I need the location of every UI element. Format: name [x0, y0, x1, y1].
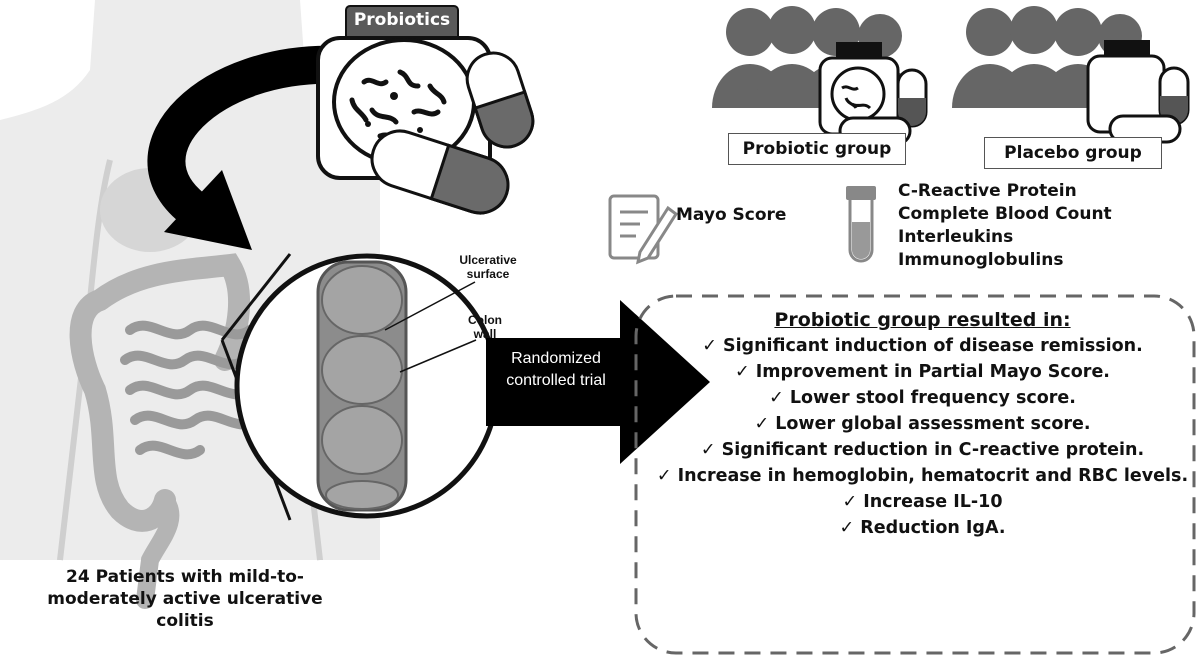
placebo-group-label: Placebo group — [984, 137, 1162, 169]
blood-test-item: Interleukins — [898, 227, 1014, 247]
results-box-border — [634, 294, 1196, 655]
trial-arrow — [486, 300, 710, 464]
probiotic-group-jar — [818, 42, 928, 146]
magnified-colon — [234, 253, 500, 519]
result-item: ✓ Lower global assessment score. — [754, 414, 1091, 434]
result-item: ✓ Increase IL-10 — [842, 492, 1003, 512]
ulcerative-surface-label: Ulcerative surface — [459, 253, 517, 281]
results-title: Probiotic group resulted in: — [774, 309, 1071, 331]
blood-test-item: Immunoglobulins — [898, 250, 1064, 270]
result-item: ✓ Lower stool frequency score. — [769, 388, 1076, 408]
blood-tests-list: C-Reactive Protein Complete Blood Count … — [898, 180, 1198, 272]
result-item: ✓ Improvement in Partial Mayo Score. — [735, 362, 1110, 382]
lens-line-top — [220, 253, 292, 341]
probiotics-label: Probiotics — [353, 10, 451, 30]
intestines-illustration — [69, 253, 260, 609]
results-box: Probiotic group resulted in: ✓ Significa… — [650, 307, 1195, 541]
result-item: ✓ Significant reduction in C-reactive pr… — [700, 440, 1145, 460]
blood-test-item: Complete Blood Count — [898, 204, 1112, 224]
probiotics-jar — [316, 5, 535, 215]
probiotic-group-label: Probiotic group — [728, 133, 906, 165]
blood-test-item: C-Reactive Protein — [898, 181, 1077, 201]
result-item: ✓ Reduction IgA. — [839, 518, 1006, 538]
mayo-score-label: Mayo Score — [676, 205, 787, 225]
result-item: ✓ Significant induction of disease remis… — [702, 336, 1143, 356]
trial-label: Randomized controlled trial — [506, 350, 606, 389]
result-item: ✓ Increase in hemoglobin, hematocrit and… — [656, 466, 1189, 486]
document-pencil-icon — [608, 194, 679, 265]
curved-arrow — [147, 45, 339, 250]
colon-wall-label: Colon wall — [468, 313, 502, 341]
patients-caption: 24 Patients with mild-to-moderately acti… — [47, 567, 323, 631]
blood-test-tube-icon — [846, 186, 876, 263]
placebo-group-jar — [1086, 40, 1190, 144]
